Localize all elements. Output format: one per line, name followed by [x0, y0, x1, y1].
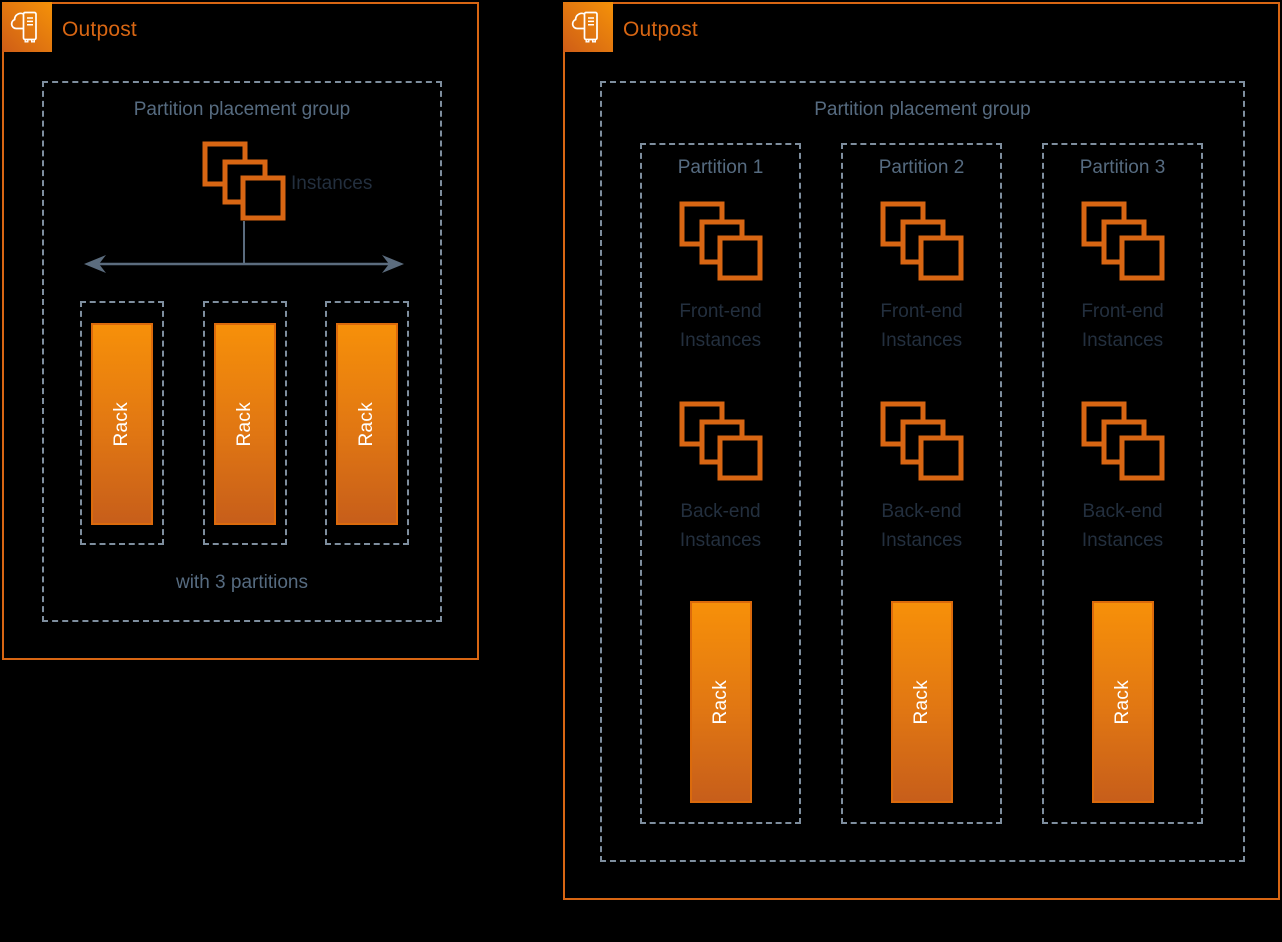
partitions-row: Partition 1 Front-end Instances: [640, 143, 1203, 824]
rack-label: Rack: [910, 679, 932, 725]
front-end-line: Front-end: [679, 301, 762, 322]
rack-partition-box: Rack: [80, 301, 164, 545]
rack: Rack: [91, 323, 153, 525]
back-end-line: Back-end: [881, 501, 962, 522]
instances-line: Instances: [880, 530, 963, 551]
outpost-icon: [563, 2, 613, 52]
rack-label: Rack: [234, 401, 255, 447]
placement-group-left: Partition placement group Instances Rack: [42, 81, 442, 622]
instances-line: Instances: [679, 330, 762, 351]
instances-line: Instances: [1081, 530, 1164, 551]
instances-line: Instances: [679, 530, 762, 551]
front-end-instances-label: Front-end Instances: [880, 297, 962, 355]
rack-label: Rack: [111, 401, 132, 447]
front-end-line: Front-end: [880, 301, 963, 322]
instances-icon: [1081, 401, 1165, 481]
rack-partition-box: Rack: [325, 301, 409, 545]
placement-group-title: Partition placement group: [814, 99, 1031, 120]
outpost-box-right: Outpost Partition placement group Partit…: [563, 2, 1280, 900]
instances-line: Instances: [1081, 330, 1164, 351]
partition-box-1: Partition 1 Front-end Instances: [640, 143, 801, 824]
placement-group-right: Partition placement group Partition 1 Fr…: [600, 81, 1245, 862]
partition-box-3: Partition 3 Front-end Instances: [1042, 143, 1203, 824]
back-end-line: Back-end: [1082, 501, 1163, 522]
rack-partition-box: Rack: [203, 301, 287, 545]
rack-label: Rack: [709, 679, 731, 725]
rack-label: Rack: [1111, 679, 1133, 725]
instances-icon: [880, 201, 964, 281]
rack-label: Rack: [356, 401, 377, 447]
double-arrow-icon: [84, 255, 404, 273]
instances-label: Instances: [291, 173, 373, 194]
rack: Rack: [1091, 601, 1154, 803]
back-end-instances-label: Back-end Instances: [1082, 497, 1163, 555]
rack: Rack: [890, 601, 953, 803]
rack: Rack: [336, 323, 398, 525]
instances-icon: [1081, 201, 1165, 281]
rack: Rack: [214, 323, 276, 525]
back-end-instances-label: Back-end Instances: [680, 497, 761, 555]
placement-group-title: Partition placement group: [133, 99, 351, 120]
instances-line: Instances: [880, 330, 963, 351]
outpost-label: Outpost: [62, 18, 137, 41]
rack: Rack: [689, 601, 752, 803]
front-end-line: Front-end: [1081, 301, 1164, 322]
front-end-instances-label: Front-end Instances: [1081, 297, 1163, 355]
instances-icon: [679, 401, 763, 481]
outpost-icon: [2, 2, 52, 52]
partition-title: Partition 2: [878, 157, 965, 178]
instances-icon: [202, 141, 286, 221]
connector-line: [243, 221, 245, 263]
instances-icon: [679, 201, 763, 281]
partition-title: Partition 3: [1079, 157, 1166, 178]
outpost-label: Outpost: [623, 18, 698, 41]
partition-box-2: Partition 2 Front-end Instances: [841, 143, 1002, 824]
back-end-line: Back-end: [680, 501, 761, 522]
partition-title: Partition 1: [677, 157, 764, 178]
partitions-caption: with 3 partitions: [175, 572, 308, 593]
outpost-box-left: Outpost Partition placement group Instan…: [2, 2, 479, 660]
instances-icon: [880, 401, 964, 481]
back-end-instances-label: Back-end Instances: [881, 497, 962, 555]
front-end-instances-label: Front-end Instances: [679, 297, 761, 355]
